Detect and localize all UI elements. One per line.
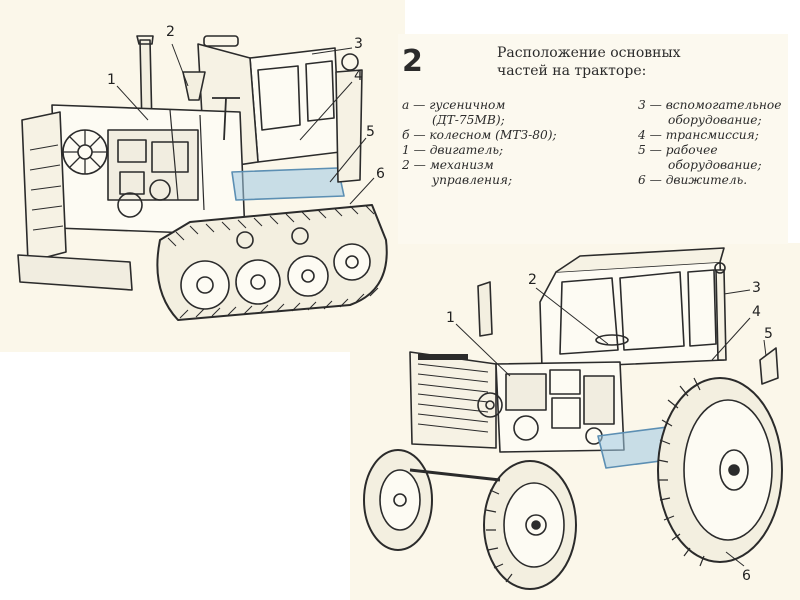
legend-item-b: б — колесном (МТЗ-80); (402, 128, 557, 142)
legend-item-a-cont: (ДТ-75МВ); (432, 113, 505, 127)
figure-number: 2 (402, 44, 423, 79)
wheeled-tractor-drawing (363, 247, 783, 590)
legend-right-column: 3 — вспомогательное оборудование; 4 — тр… (638, 98, 781, 188)
caption-line-1: Расположение основных (497, 45, 681, 61)
wheeled-callout-5: 5 (764, 326, 773, 342)
legend-left-column: а — гусеничном (ДТ-75МВ); б — колесном (… (402, 98, 557, 188)
crawler-callout-3: 3 (354, 36, 363, 52)
crawler-callout-5: 5 (366, 124, 375, 140)
crawler-callout-6: 6 (376, 166, 385, 182)
wheeled-callout-6: 6 (742, 568, 751, 584)
legend-item-3-cont: оборудование; (668, 113, 762, 127)
wheeled-callout-3: 3 (752, 280, 761, 296)
legend-item-1: 1 — двигатель; (402, 143, 504, 157)
crawler-tractor-drawing (17, 35, 388, 321)
crawler-callout-1: 1 (107, 72, 116, 88)
wheeled-callout-2: 2 (528, 272, 537, 288)
figure-caption: Расположение основных частей на тракторе… (497, 44, 681, 80)
legend-item-5-cont: оборудование; (668, 158, 762, 172)
legend-item-2-cont: управления; (432, 173, 513, 187)
legend-item-a: а — гусеничном (402, 98, 506, 112)
legend-item-2: 2 — механизм (402, 158, 494, 172)
legend-item-5: 5 — рабочее (638, 143, 718, 157)
legend-item-3: 3 — вспомогательное (638, 98, 782, 112)
legend-item-4: 4 — трансмиссия; (638, 128, 759, 142)
wheeled-callout-1: 1 (446, 310, 455, 326)
caption-line-2: частей на тракторе: (497, 63, 647, 79)
legend-item-6: 6 — движитель. (638, 173, 748, 187)
legend-panel-background (398, 34, 788, 244)
crawler-callout-4: 4 (354, 68, 363, 84)
crawler-callout-2: 2 (166, 24, 175, 40)
wheeled-callout-4: 4 (752, 304, 761, 320)
